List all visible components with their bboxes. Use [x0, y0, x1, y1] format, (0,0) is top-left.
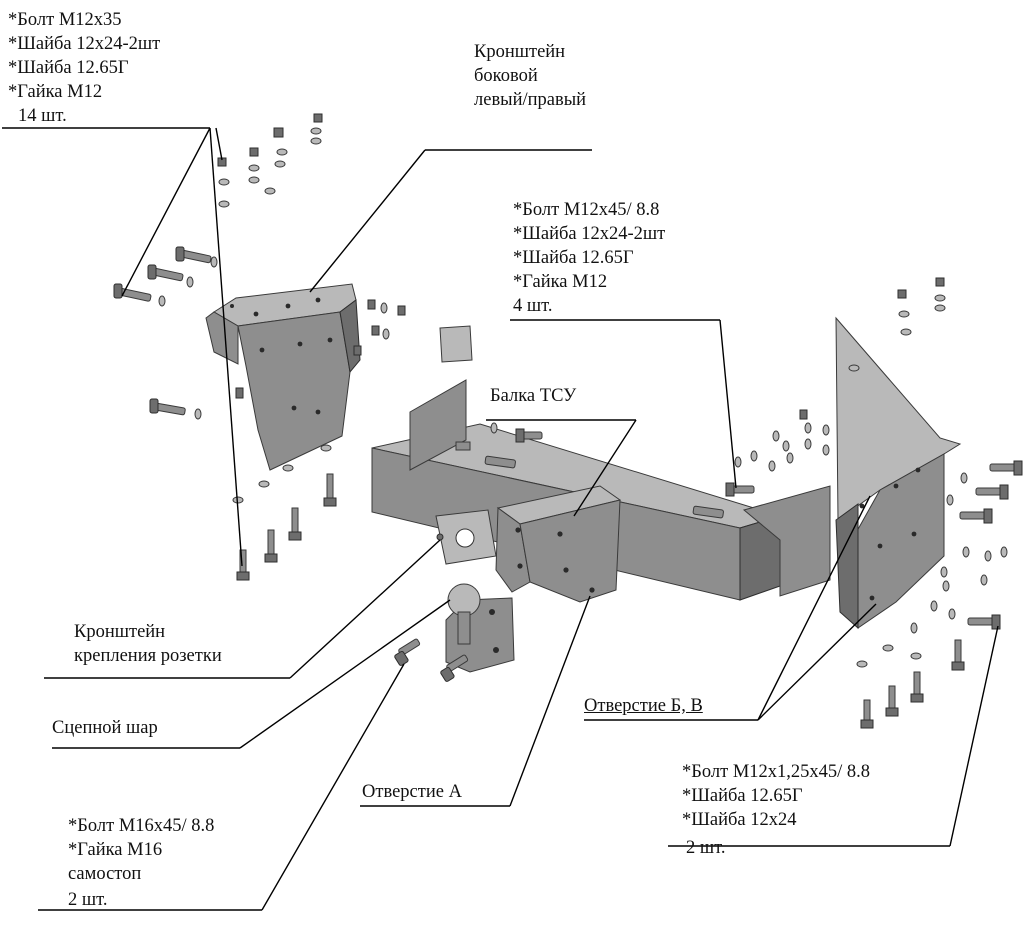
left-bolts [113, 246, 218, 420]
right-vertical-bolts [856, 639, 965, 729]
top-left-nuts-washers [217, 113, 323, 208]
fastener-line: *Болт М16х45/ 8.8 [68, 816, 215, 836]
fastener-line: *Шайба 12.65Г [682, 786, 803, 806]
fastener-line: *Шайба 12х24-2шт [8, 34, 161, 54]
right-nuts-washers [848, 277, 1023, 634]
tow-beam [371, 379, 831, 603]
left-vertical-bolts [232, 444, 337, 581]
side-bracket-label: Кронштейн боковой левый/правый [460, 40, 586, 112]
holes-bv-label: Отверстие Б, В [584, 696, 703, 716]
socket-line: Кронштейн [74, 622, 166, 642]
center-nuts-washers [490, 409, 852, 497]
fastener-line: *Болт М12х35 [8, 10, 122, 30]
left-bracket-nuts [235, 299, 406, 399]
right-fasteners-label: *Болт М12х1,25х45/ 8.8 *Шайба 12.65Г *Ша… [682, 760, 870, 860]
bracket-line: боковой [474, 66, 538, 86]
fastener-line: *Гайка М16 [68, 840, 163, 860]
fastener-line: самостоп [68, 864, 142, 884]
socket-line: крепления розетки [74, 646, 222, 666]
beam-label: Балка ТСУ [490, 386, 577, 406]
left-side-bracket [205, 283, 361, 471]
ball-fasteners-label: *Болт М16х45/ 8.8 *Гайка М16 самостоп 2 … [68, 814, 214, 912]
fastener-qty: 14 шт. [18, 106, 67, 126]
center-fasteners-label: *Болт М12х45/ 8.8 *Шайба 12х24-2шт *Шайб… [513, 198, 665, 318]
fastener-qty: 2 шт. [686, 838, 726, 858]
leader-lines [2, 127, 999, 911]
fastener-line: *Шайба 12х24 [682, 810, 797, 830]
fastener-line: *Гайка М12 [8, 82, 103, 102]
hitch-ball-label: Сцепной шар [52, 718, 158, 738]
hitch-ball [394, 583, 515, 682]
socket-bracket-label: Кронштейн крепления розетки [74, 620, 222, 668]
bracket-line: Кронштейн [474, 42, 566, 62]
socket-bracket [435, 325, 497, 565]
right-side-bracket [835, 316, 962, 630]
fastener-line: *Гайка М12 [513, 272, 608, 292]
fastener-line: *Шайба 12.65Г [8, 58, 129, 78]
hole-a-label: Отверстие А [362, 782, 462, 802]
fastener-line: *Болт М12х45/ 8.8 [513, 200, 660, 220]
bracket-line: левый/правый [474, 90, 587, 110]
top-left-fasteners-label: *Болт М12х35 *Шайба 12х24-2шт *Шайба 12.… [8, 8, 160, 128]
fastener-qty: 4 шт. [513, 296, 553, 316]
fastener-qty: 2 шт. [68, 890, 108, 910]
fastener-line: *Шайба 12х24-2шт [513, 224, 666, 244]
fastener-line: *Болт М12х1,25х45/ 8.8 [682, 762, 871, 782]
fastener-line: *Шайба 12.65Г [513, 248, 634, 268]
